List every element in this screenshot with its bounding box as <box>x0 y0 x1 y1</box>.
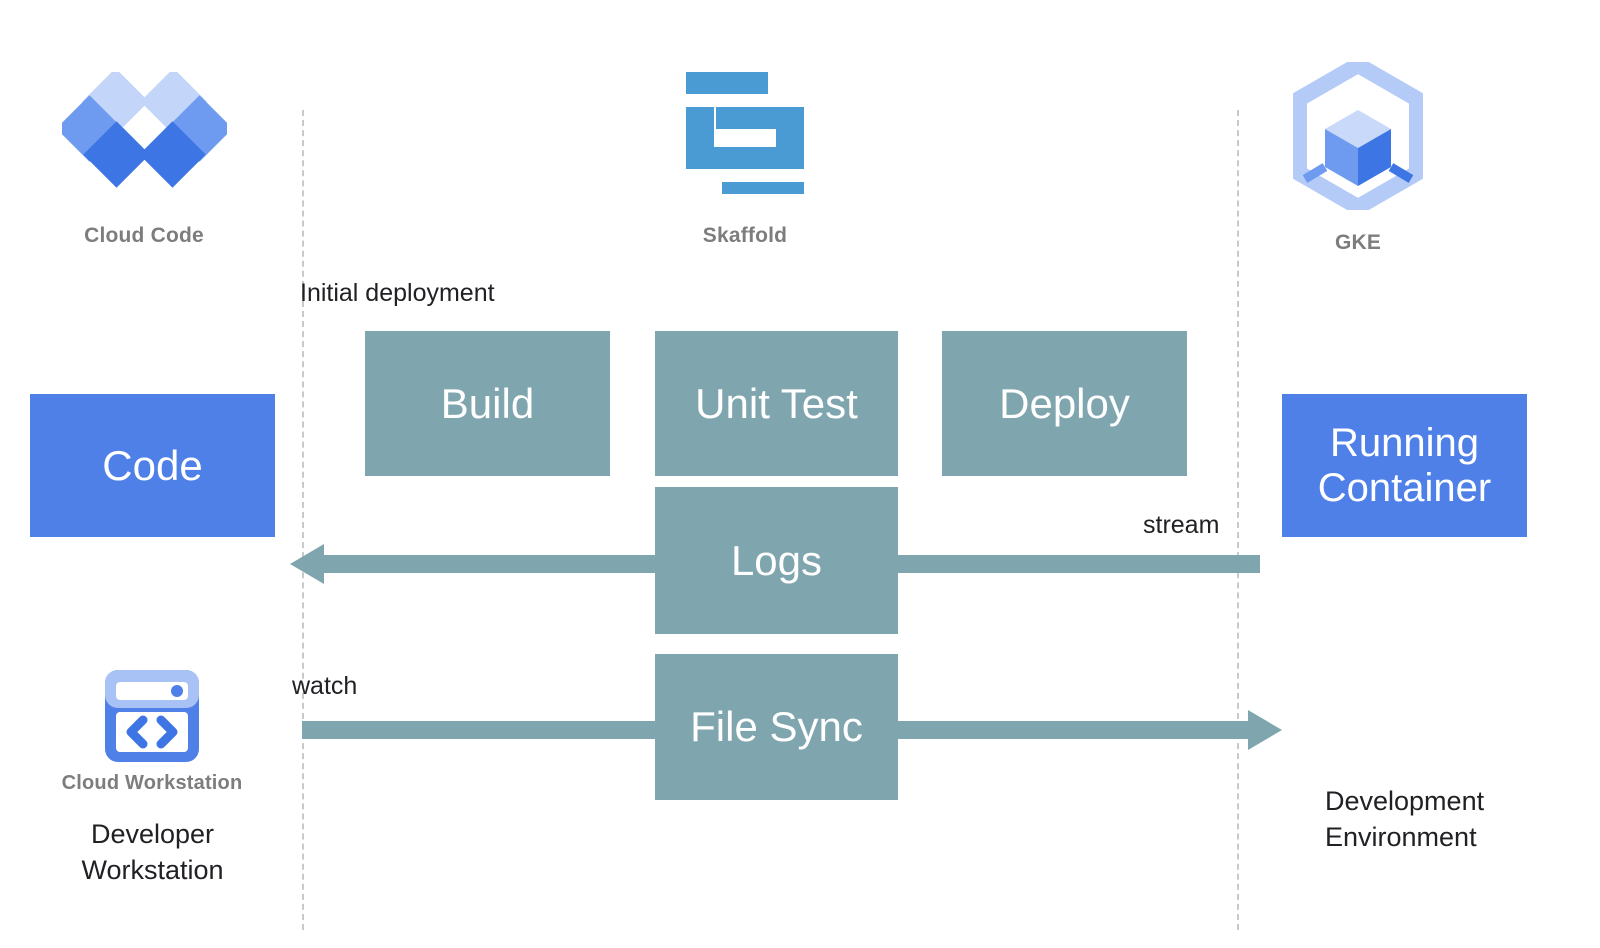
cloud-code-icon <box>56 68 233 202</box>
zone-label-right-line1: Development <box>1325 786 1485 816</box>
boundary-line-right <box>1237 110 1239 930</box>
flow-label-watch: watch <box>292 672 358 700</box>
zone-label-left-line2: Workstation <box>81 855 224 886</box>
zone-label-developer-workstation: Developer Workstation <box>30 816 275 889</box>
block-logs[interactable]: Logs <box>655 487 898 634</box>
skaffold-icon <box>686 72 804 204</box>
cloud-workstation-caption: Cloud Workstation <box>61 772 243 794</box>
block-deploy[interactable]: Deploy <box>942 331 1187 476</box>
block-file-sync[interactable]: File Sync <box>655 654 898 800</box>
boundary-line-left <box>302 110 304 930</box>
running-container-line2: Container <box>1317 465 1492 510</box>
block-running-container[interactable]: Running Container <box>1282 394 1527 537</box>
running-container-line1: Running <box>1329 420 1479 465</box>
flow-label-stream: stream <box>1143 511 1220 539</box>
block-unit-test[interactable]: Unit Test <box>655 331 898 476</box>
gke-icon <box>1291 55 1425 217</box>
skaffold-caption: Skaffold <box>702 224 788 247</box>
block-build[interactable]: Build <box>365 331 610 476</box>
cloud-code-caption: Cloud Code <box>84 224 204 247</box>
flow-label-initial-deployment: Initial deployment <box>300 279 495 307</box>
zone-label-development-environment: Development Environment <box>1325 783 1600 856</box>
gke-caption: GKE <box>1334 231 1382 254</box>
block-code[interactable]: Code <box>30 394 275 537</box>
zone-label-left-line1: Developer <box>90 819 215 849</box>
zone-label-right-line2: Environment <box>1325 822 1477 853</box>
cloud-workstation-icon <box>103 668 201 764</box>
